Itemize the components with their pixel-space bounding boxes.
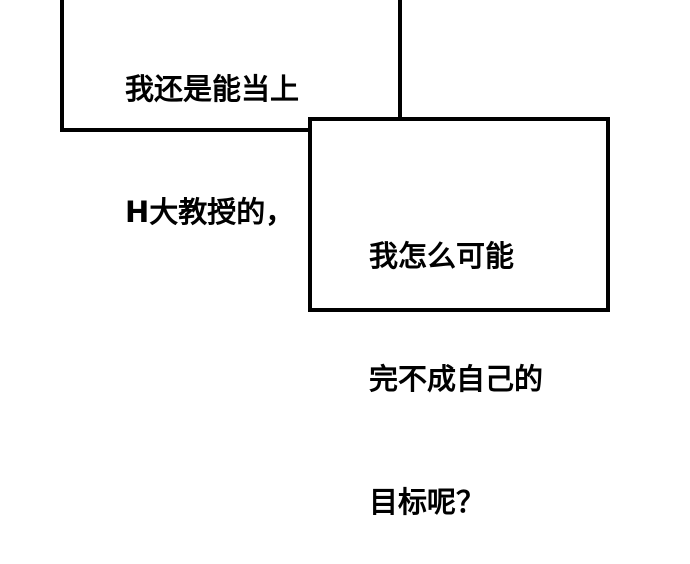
caption-box-top	[60, 0, 402, 132]
caption-text-bottom: 我怎么可能 完不成自己的 目标呢？	[369, 154, 543, 564]
caption-line: 完不成自己的	[369, 362, 544, 396]
caption-line: 我怎么可能	[369, 239, 515, 273]
caption-line: 目标呢？	[369, 485, 486, 519]
caption-text-top: 我还是能当上 H大教授的，	[125, 0, 299, 274]
caption-line: 我还是能当上	[125, 72, 300, 106]
comic-page: { "caption_top": { "lines": ["我还是能当上", "…	[60, 0, 610, 519]
caption-box-bottom	[308, 117, 610, 312]
caption-line: H大教授的，	[125, 195, 295, 229]
